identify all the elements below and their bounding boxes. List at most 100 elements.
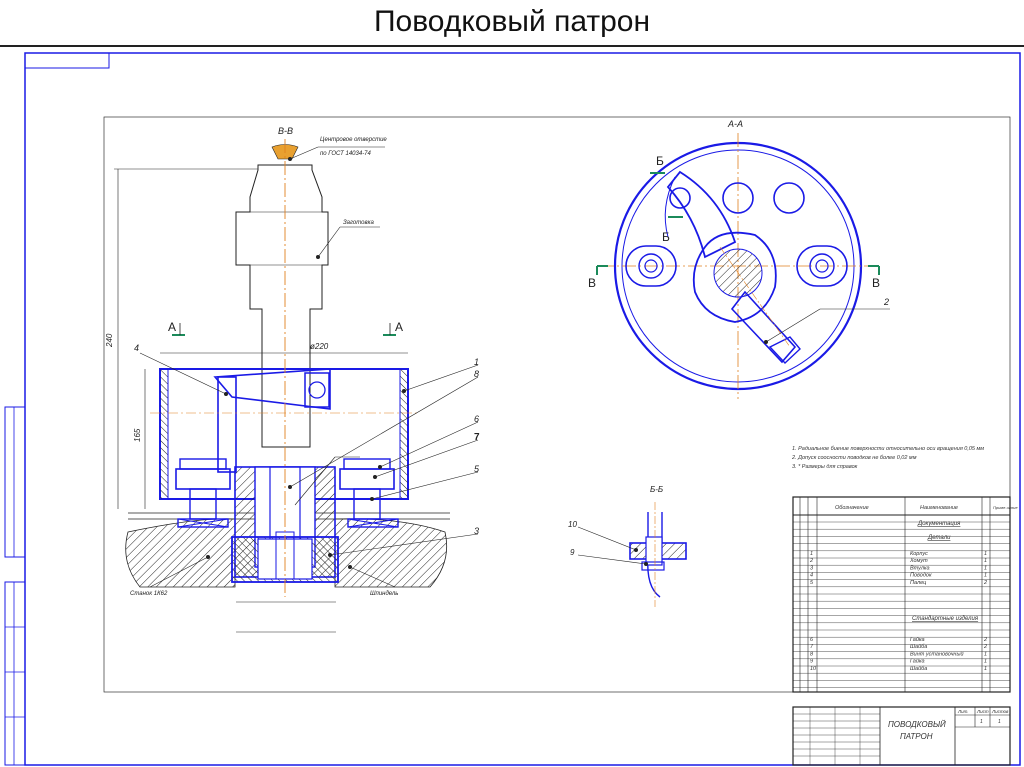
- bom-std-pos: 8: [810, 651, 814, 657]
- callout-9: 9: [570, 548, 575, 557]
- title-block: ПОВОДКОВЫЙ ПАТРОН Лит. Лист Листов 1 1: [792, 706, 1011, 766]
- svg-text:Листов: Листов: [991, 709, 1009, 714]
- svg-text:Приме-чание: Приме-чание: [993, 505, 1018, 510]
- hole-top-right: [773, 182, 805, 214]
- bom-part-qty: 1: [984, 573, 987, 579]
- spindle-base-right: [334, 518, 448, 588]
- title-line2: ПАТРОН: [900, 732, 933, 741]
- bom-std-qty: 2: [983, 637, 987, 643]
- view-bb: Б-Б 10 9: [568, 485, 687, 607]
- bom-std-qty: 2: [983, 644, 987, 650]
- cut-marker-b-upper: Б: [650, 154, 665, 174]
- technical-notes: 1. Радиальное биение поверхности относит…: [791, 446, 984, 470]
- svg-text:1. Радиальное биение поверхнос: 1. Радиальное биение поверхности относит…: [792, 446, 984, 452]
- bom-part-name: Втулка: [910, 565, 930, 571]
- bom-std-name: Винт установочный: [910, 650, 964, 657]
- main-section-view: В-В: [105, 126, 480, 633]
- leaders: [139, 146, 479, 588]
- svg-text:1: 1: [980, 719, 983, 725]
- svg-text:Лит.: Лит.: [957, 709, 969, 714]
- svg-text:Документация: Документация: [917, 521, 961, 527]
- bom-part-pos: 4: [810, 573, 813, 579]
- cut-marker-a-left: А: [168, 320, 185, 336]
- bom-part-qty: 2: [983, 580, 987, 586]
- view-label-aa: А-А: [727, 119, 743, 129]
- bom-part-qty: 1: [984, 558, 987, 564]
- bom-std-name: Гайка: [910, 658, 925, 665]
- bom-std-pos: 9: [810, 659, 813, 665]
- bom-part-pos: 5: [810, 580, 814, 586]
- bom-std-pos: 7: [810, 644, 814, 650]
- view-label-bb: Б-Б: [650, 485, 663, 494]
- bom-std-name: Шайба: [910, 665, 927, 672]
- cut-marker-b-lower: Б: [662, 216, 683, 244]
- svg-text:А: А: [395, 320, 403, 334]
- svg-text:1: 1: [998, 719, 1001, 725]
- annotation-center-hole: Центровое отверстие: [320, 137, 387, 143]
- bom-std-name: Гайка: [910, 636, 925, 643]
- annotation-workpiece: Заготовка: [343, 220, 374, 226]
- svg-text:Лист: Лист: [976, 709, 989, 714]
- slide-title: Поводковый патрон: [373, 5, 651, 38]
- bom-part-name: Поводок: [910, 573, 932, 579]
- svg-text:3. * Размеры для справок: 3. * Размеры для справок: [792, 464, 858, 470]
- workpiece: [235, 164, 329, 448]
- svg-text:В: В: [872, 276, 880, 290]
- bom-part-qty: 1: [984, 565, 987, 571]
- bolt-right: [339, 458, 399, 528]
- svg-text:Наименование: Наименование: [920, 505, 958, 511]
- svg-text:240: 240: [105, 333, 114, 348]
- bom-part-name: Хомут: [909, 558, 928, 564]
- callout-3: 3: [474, 526, 479, 536]
- svg-text:165: 165: [133, 428, 142, 442]
- annotation-lathe: Станок 1К62: [130, 591, 168, 597]
- spindle-base: [125, 518, 236, 588]
- svg-text:В: В: [588, 276, 596, 290]
- bom-part-name: Палец: [910, 580, 926, 586]
- sheet-frame: [4, 52, 1021, 766]
- bom-std-qty: 1: [984, 651, 987, 657]
- pin-left: [625, 245, 677, 287]
- hole-top-left: [669, 187, 691, 209]
- bom-part-name: Корпус: [910, 551, 928, 557]
- title-line1: ПОВОДКОВЫЙ: [888, 720, 946, 729]
- svg-text:Б: Б: [662, 230, 670, 244]
- bom-part-pos: 3: [810, 565, 814, 571]
- svg-text:2. Допуск соосности поводков н: 2. Допуск соосности поводков не более 0,…: [791, 455, 917, 461]
- bom-part-qty: 1: [984, 551, 987, 557]
- technical-drawing: В-В: [4, 52, 1021, 766]
- annotation-gost: по ГОСТ 14034-74: [320, 151, 372, 157]
- callout-4: 4: [134, 343, 139, 353]
- svg-text:А: А: [168, 320, 176, 334]
- view-aa: А-А Б: [588, 119, 890, 399]
- bom-table: Обозначение Наименование Приме-чание Док…: [792, 496, 1018, 693]
- cut-marker-a-right: А: [383, 320, 403, 336]
- bom-part-pos: 1: [810, 551, 813, 557]
- bom-std-pos: 6: [810, 637, 814, 643]
- view-label-vv: В-В: [278, 126, 293, 136]
- hole-top-mid: [722, 182, 754, 214]
- svg-text:Детали: Детали: [927, 535, 951, 541]
- callout-6: 6: [474, 414, 479, 424]
- svg-text:ø220: ø220: [310, 342, 329, 351]
- svg-text:Обозначение: Обозначение: [835, 505, 869, 511]
- clamp-arm: [213, 368, 331, 410]
- bom-part-pos: 2: [809, 558, 813, 564]
- leader-dots: [206, 157, 406, 569]
- bom-std-pos: 10: [810, 666, 817, 672]
- svg-text:Б: Б: [656, 154, 664, 168]
- callout-1: 1: [474, 357, 479, 367]
- callout-8: 8: [474, 369, 479, 379]
- driver-clamp: [666, 170, 737, 259]
- bom-std-qty: 1: [984, 659, 987, 665]
- callout-5: 5: [474, 464, 480, 474]
- annotation-spindle: Шпиндель: [370, 591, 398, 597]
- bom-std-qty: 1: [984, 666, 987, 672]
- svg-text:Стандартные изделия: Стандартные изделия: [912, 616, 979, 622]
- title-rule: [0, 45, 1024, 47]
- cut-marker-v-right: В: [868, 265, 880, 290]
- callout-2-right: 2: [883, 297, 889, 307]
- bom-std-name: Шайба: [910, 643, 927, 650]
- bolt-left: [175, 458, 231, 528]
- cut-marker-v-left: В: [588, 265, 608, 290]
